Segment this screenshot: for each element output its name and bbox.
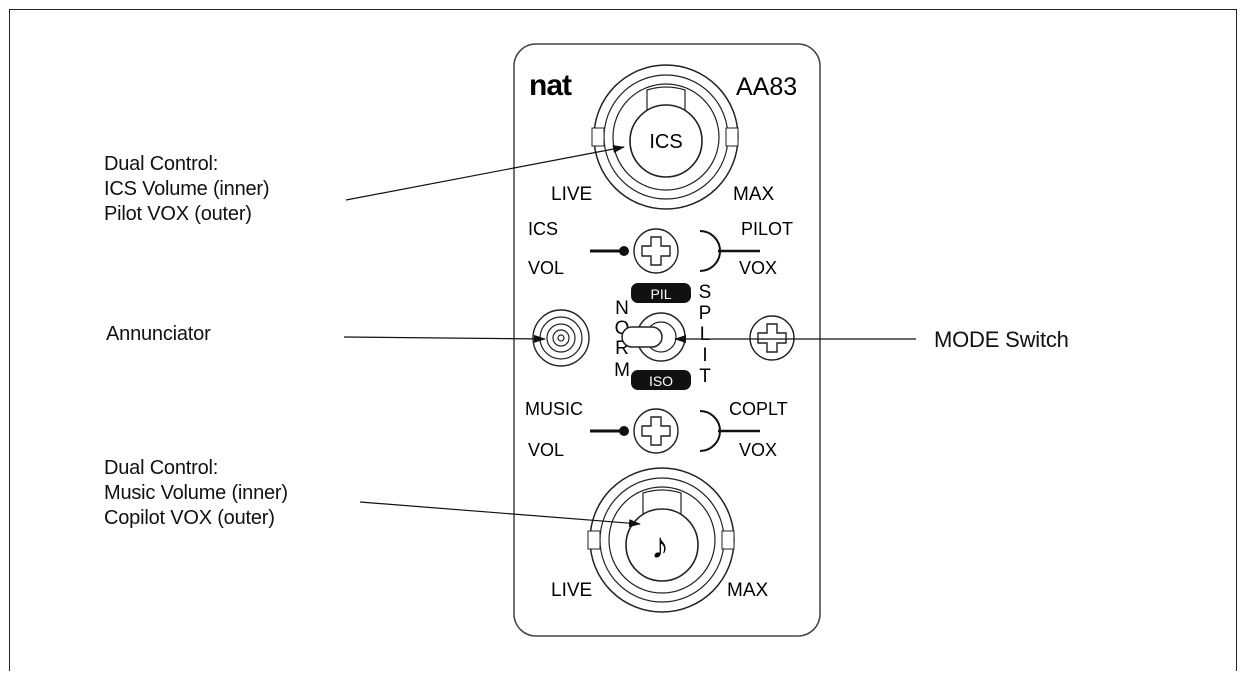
leader-dual-top [345,145,625,201]
callout-dual-bottom-line-2: Music Volume (inner) [104,482,288,504]
iso-tag-label: ISO [649,373,673,389]
top-knob-live-label: LIVE [551,184,592,205]
figure-frame [9,9,1237,671]
leader-annunciator [343,334,546,343]
music-note-icon: ♪ [651,525,669,566]
music-vol-dot [619,426,629,436]
pilot-vox-top-label: PILOT [741,219,793,239]
svg-text:P: P [699,303,712,324]
callout-annunciator: Annunciator [106,323,211,345]
split-vertical-label: S P L I T [699,282,712,387]
ics-vol-top-label: ICS [528,219,558,239]
screw-lower-icon [633,408,679,454]
bottom-knob-max-label: MAX [727,580,769,601]
model-label: AA83 [736,73,797,101]
brand-logo: nat [529,69,572,102]
callout-dual-top-line-2: ICS Volume (inner) [104,178,270,200]
top-knob-center-label: ICS [649,131,682,153]
callout-dual-control-top: Dual Control: ICS Volume (inner) Pilot V… [104,152,270,227]
callout-dual-top-line-3: Pilot VOX (outer) [104,203,252,225]
mode-toggle-switch[interactable] [621,312,686,362]
callout-dual-top-line-1: Dual Control: [104,153,219,175]
svg-text:N: N [615,298,629,319]
ics-vol-dot [619,246,629,256]
bottom-knob-live-label: LIVE [551,580,592,601]
pilot-vox-bottom-label: VOX [739,258,777,278]
screw-upper-icon [633,228,679,274]
callout-dual-control-bottom: Dual Control: Music Volume (inner) Copil… [104,456,288,531]
callout-mode-switch: MODE Switch [934,327,1069,352]
music-vol-bottom-label: VOL [528,440,564,460]
svg-text:T: T [699,366,711,387]
svg-text:I: I [702,345,707,366]
svg-text:L: L [700,324,711,345]
svg-text:S: S [699,282,712,303]
music-copilot-vox-knob[interactable] [587,467,735,613]
screw-right-icon [749,315,795,361]
coplt-vox-bottom-label: VOX [739,440,777,460]
iso-tag [631,370,691,390]
pil-tag-label: PIL [650,286,671,302]
callout-dual-bottom-line-3: Copilot VOX (outer) [104,507,275,529]
top-knob-max-label: MAX [733,184,775,205]
ics-vol-bottom-label: VOL [528,258,564,278]
ics-pilot-vox-knob[interactable] [591,64,739,210]
music-vol-top-label: MUSIC [525,399,583,419]
svg-text:M: M [614,360,630,381]
annunciator-icon [532,309,590,367]
coplt-vox-top-label: COPLT [729,399,788,419]
pil-tag [631,283,691,303]
callout-dual-bottom-line-1: Dual Control: [104,457,219,479]
leader-dual-bottom [359,501,641,528]
